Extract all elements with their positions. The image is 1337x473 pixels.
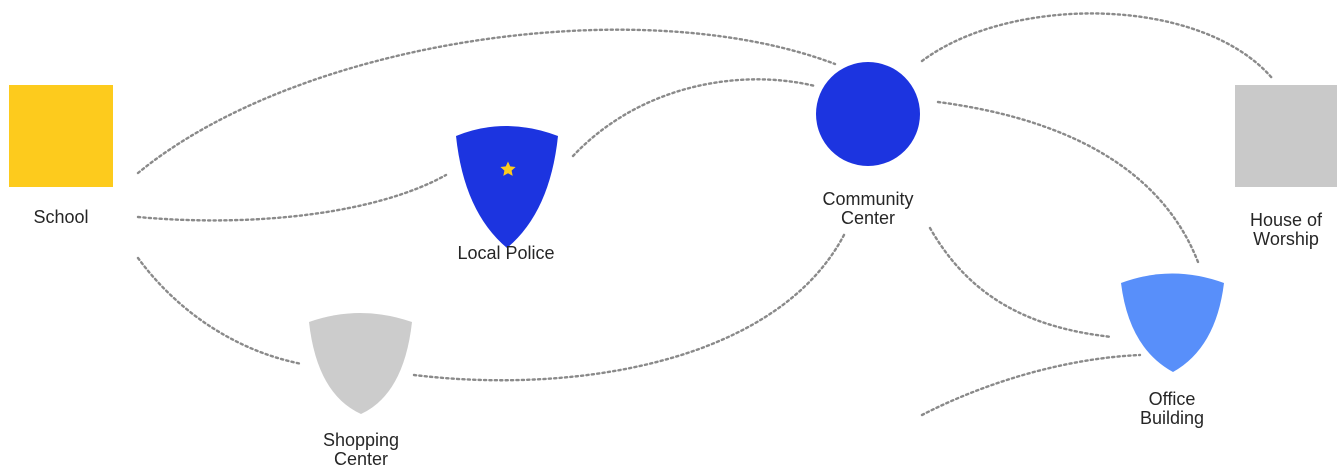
connector-office-building-loose-end (920, 353, 1142, 417)
community-center-label: Community Center (822, 190, 913, 228)
connector-community-center-house-of-worship (920, 12, 1274, 80)
shopping-center-label-line-1: Shopping (322, 430, 400, 450)
office-building-shield[interactable] (1121, 273, 1224, 373)
shopping-center-label: Shopping Center (323, 431, 399, 469)
house-of-worship-label-line-1: House of (1249, 210, 1323, 230)
office-building-label-line-2: Building (1139, 408, 1205, 428)
school-square[interactable] (9, 85, 113, 187)
local-police-label: Local Police (457, 244, 554, 263)
connector-community-center-office-building-lower (928, 226, 1114, 339)
office-building-label-line-1: Office (1148, 389, 1196, 409)
connector-shopping-center-community-center (412, 231, 847, 382)
local-police-shield[interactable] (456, 126, 558, 248)
local-police-label-line-1: Local Police (457, 243, 555, 263)
connector-school-community-center (136, 28, 837, 175)
house-of-worship-label-line-2: Worship (1253, 229, 1319, 249)
house-of-worship-square[interactable] (1235, 85, 1337, 187)
school-label: School (33, 208, 88, 227)
community-center-circle[interactable] (816, 62, 920, 166)
shopping-center-label-line-2: Center (333, 449, 389, 469)
connectors (136, 12, 1274, 417)
connector-school-local-police (136, 173, 448, 222)
community-center-label-line-2: Center (840, 208, 896, 228)
community-center-label-line-1: Community (822, 189, 914, 209)
connector-school-shopping-center (136, 256, 304, 366)
connector-local-police-community-center (571, 78, 817, 158)
shopping-center-shield[interactable] (309, 313, 412, 414)
star-icon (500, 161, 516, 176)
house-of-worship-label: House of Worship (1250, 211, 1322, 249)
school-label-line-1: School (33, 207, 89, 227)
connector-community-center-office-building-upper (936, 100, 1200, 264)
office-building-label: Office Building (1140, 390, 1204, 428)
